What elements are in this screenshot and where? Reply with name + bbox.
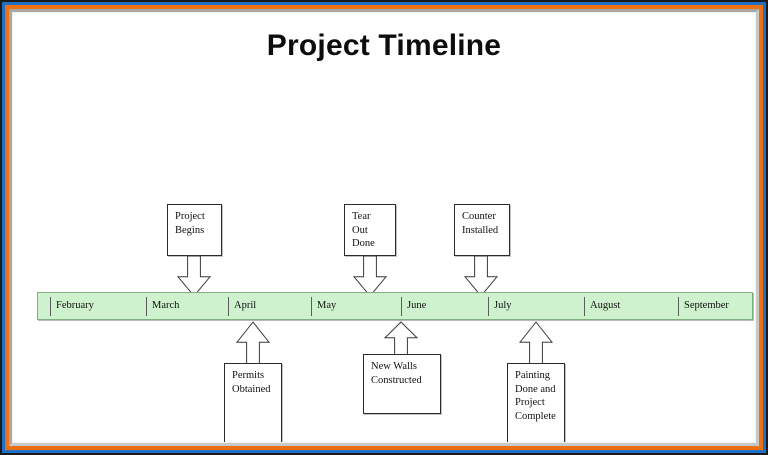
arrow-up-painting-done-project-complete	[518, 321, 554, 365]
month-tick-february	[50, 297, 51, 316]
callout-line: Constructed	[371, 374, 422, 386]
arrow-up-permits-obtained	[235, 321, 271, 365]
callout-line: Painting	[515, 370, 551, 381]
callout-line: Tear	[352, 211, 371, 222]
arrow-down-tear-out-done	[352, 255, 388, 297]
month-tick-august	[584, 297, 585, 316]
month-label-july: July	[494, 300, 512, 311]
month-label-june: June	[407, 300, 427, 311]
page-title: Project Timeline	[266, 29, 502, 62]
month-label-march: March	[152, 300, 180, 311]
arrow-down-project-begins	[176, 255, 212, 297]
month-label-february: February	[56, 300, 94, 311]
month-label-april: April	[234, 300, 257, 311]
month-tick-april	[228, 297, 229, 316]
callout-line: New Walls	[371, 361, 417, 372]
callout-line: Installed	[462, 224, 499, 236]
arrow-down-counter-installed	[463, 255, 499, 297]
month-tick-june	[401, 297, 402, 316]
timeline-bar: February March April May June July August Septe…	[37, 292, 753, 320]
month-tick-september	[678, 297, 679, 316]
callout-line: Obtained	[232, 383, 271, 395]
callout-line: Complete	[515, 410, 556, 422]
callout-line: Project	[515, 397, 545, 408]
month-label-august: August	[590, 300, 621, 311]
month-tick-july	[488, 297, 489, 316]
callout-line: Out	[352, 224, 368, 236]
callout-line: Project	[175, 211, 205, 222]
arrow-up-new-walls-constructed	[383, 321, 419, 356]
month-tick-march	[146, 297, 147, 316]
callout-line: Counter	[462, 211, 496, 222]
callout-line: Done and	[515, 383, 556, 395]
callout-line: Done	[352, 238, 375, 249]
callout-line: Begins	[175, 224, 205, 236]
month-label-september: September	[684, 300, 729, 311]
month-label-may: May	[317, 300, 337, 311]
month-tick-may	[311, 297, 312, 316]
callout-line: Permits	[232, 370, 265, 381]
